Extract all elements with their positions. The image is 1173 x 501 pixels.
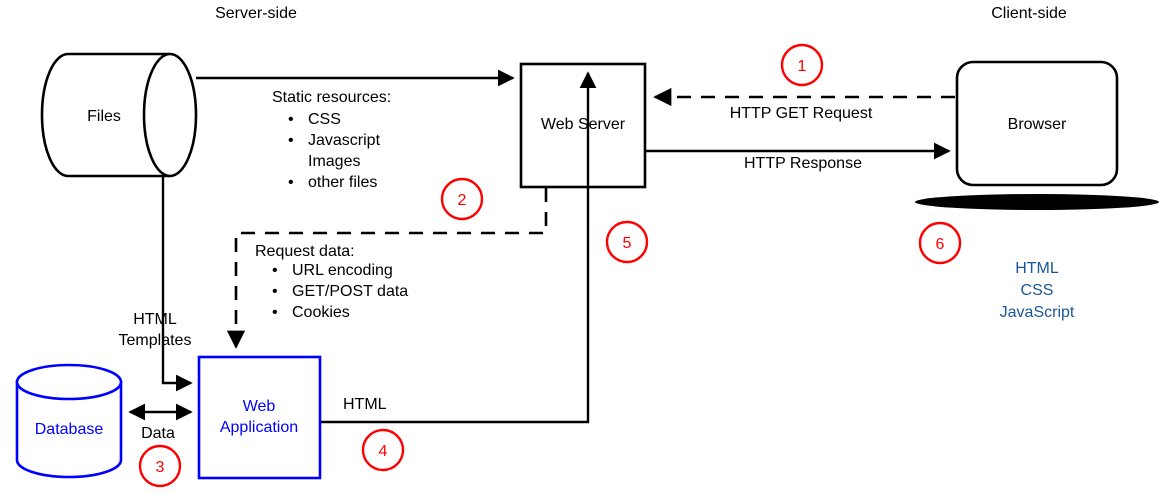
web-server-node[interactable]: Web Server (519, 62, 647, 189)
step-marker-3-number: 3 (156, 459, 165, 476)
request-data-item-2: Cookies (292, 304, 350, 321)
web-application-node[interactable]: Web Application (197, 355, 322, 480)
laptop-base-icon (915, 194, 1159, 210)
server-side-title: Server-side (215, 5, 297, 22)
browser-node[interactable]: Browser (955, 60, 1119, 187)
request-data-item-0: URL encoding (292, 262, 393, 279)
client-tech-1: CSS (1021, 282, 1054, 299)
data-label: Data (141, 425, 175, 442)
step-marker-2[interactable]: 2 (440, 177, 484, 221)
step-marker-3[interactable]: 3 (138, 444, 182, 488)
database-label: Database (35, 421, 104, 438)
step-marker-4[interactable]: 4 (361, 428, 405, 472)
html-templates-label: HTML Templates (119, 311, 192, 349)
static-resources-item-3: other files (308, 174, 377, 191)
static-resources-item-0: CSS (308, 111, 341, 128)
client-tech-2: JavaScript (1000, 304, 1075, 321)
bullet-dot: • (288, 111, 294, 128)
bullet-dot: • (272, 283, 278, 300)
request-data-label: Request data: • URL encoding • GET/POST … (255, 243, 408, 321)
http-response-label: HTTP Response (744, 155, 862, 172)
arrow-files-to-web-application (161, 177, 193, 392)
web-application-label-line2: Application (220, 419, 298, 436)
static-resources-label: Static resources: • CSS • Javascript Ima… (272, 89, 391, 191)
client-tech-0: HTML (1015, 260, 1059, 277)
http-get-request-label: HTTP GET Request (730, 105, 873, 122)
browser-label: Browser (1008, 116, 1067, 133)
step-marker-6[interactable]: 6 (918, 221, 962, 265)
html-templates-line2: Templates (119, 332, 192, 349)
step-marker-5[interactable]: 5 (605, 220, 649, 264)
step-marker-4-number: 4 (379, 443, 388, 460)
step-marker-5-number: 5 (623, 235, 632, 252)
static-resources-item-2: Images (308, 153, 360, 170)
request-data-item-1: GET/POST data (292, 283, 408, 300)
bullet-dot: • (288, 132, 294, 149)
html-label: HTML (343, 396, 387, 413)
arrow-web-server-to-web-application-dashed (226, 188, 548, 349)
web-server-label: Web Server (541, 116, 626, 133)
bullet-dot: • (272, 304, 278, 321)
static-resources-heading: Static resources: (272, 89, 391, 106)
files-node[interactable]: Files (40, 52, 198, 178)
bullet-dot: • (272, 262, 278, 279)
step-marker-2-number: 2 (458, 192, 467, 209)
html-templates-line1: HTML (133, 311, 177, 328)
files-label: Files (87, 108, 121, 125)
static-resources-item-1: Javascript (308, 132, 381, 149)
request-data-heading: Request data: (255, 243, 355, 260)
bullet-dot: • (288, 174, 294, 191)
step-marker-6-number: 6 (936, 236, 945, 253)
step-marker-1-number: 1 (798, 58, 807, 75)
client-side-title: Client-side (991, 5, 1067, 22)
arrow-web-application-to-web-server (321, 71, 597, 424)
step-marker-1[interactable]: 1 (780, 43, 824, 87)
client-tech-stack: HTML CSS JavaScript (1000, 260, 1075, 321)
database-node[interactable]: Database (15, 363, 123, 479)
web-application-label-line1: Web (243, 398, 276, 415)
